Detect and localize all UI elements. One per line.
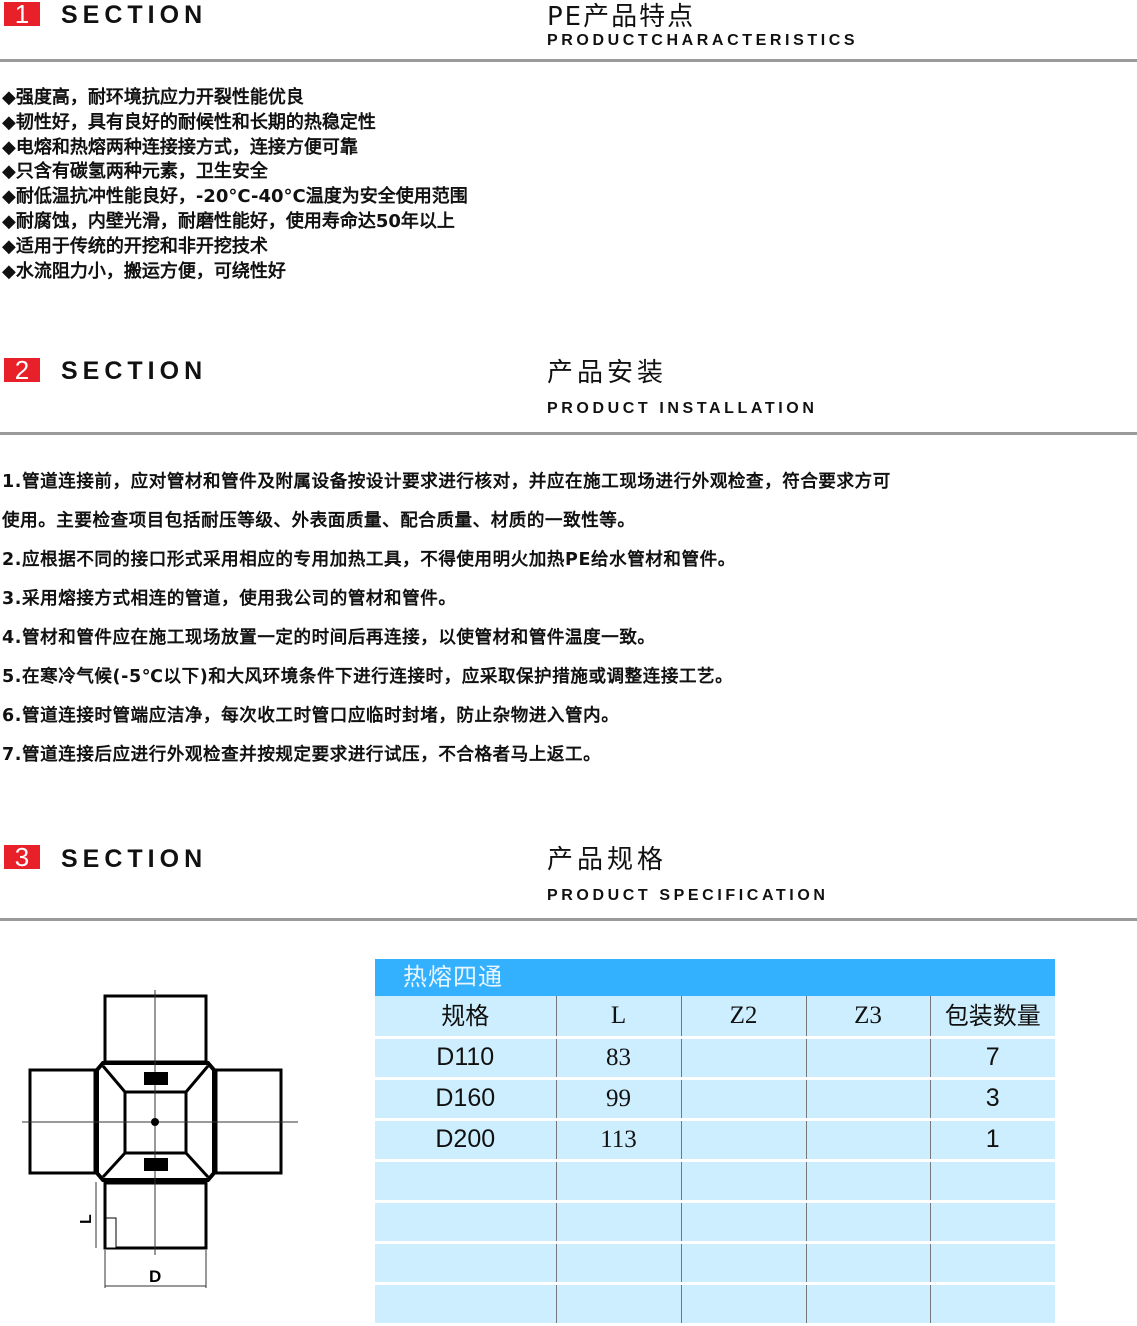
feature-item: ◆耐低温抗冲性能良好，-20°C-40°C温度为安全使用范围: [2, 186, 468, 208]
table-cell: D160: [375, 1078, 556, 1121]
section-title-cn: 产品规格: [547, 845, 668, 875]
table-cell: [805, 1037, 930, 1080]
table-cell: [929, 1242, 1055, 1285]
table-cell: 7: [929, 1037, 1055, 1080]
feature-item: ◆强度高，耐环境抗应力开裂性能优良: [2, 87, 304, 108]
table-cell: D110: [375, 1037, 556, 1080]
table-cell: 1: [929, 1119, 1055, 1162]
table-cell: [375, 1160, 556, 1203]
feature-item: ◆只含有碳氢两种元素，卫生安全: [2, 161, 268, 183]
table-cell: [680, 1283, 806, 1326]
installation-item: 7.管道连接后应进行外观检查并按规定要求进行试压，不合格者马上返工。: [2, 745, 602, 765]
installation-item: 5.在寒冷气候(-5℃以下)和大风环境条件下进行连接时，应采取保护措施或调整连接…: [2, 667, 734, 687]
dimension-label-D: D: [149, 1267, 161, 1286]
section-title-en: PRODUCT INSTALLATION: [547, 400, 818, 417]
dimension-label-L: L: [78, 1214, 95, 1224]
section-title-en: PRODUCTCHARACTERISTICS: [547, 32, 859, 49]
installation-item: 3.采用熔接方式相连的管道，使用我公司的管材和管件。: [2, 589, 457, 609]
cross-fitting-diagram: L D: [22, 990, 298, 1288]
table-cell: [929, 1160, 1055, 1203]
section-title-cn: PE产品特点: [547, 2, 696, 32]
table-cell: [680, 1119, 806, 1162]
section-title-en: PRODUCT SPECIFICATION: [547, 887, 829, 904]
table-cell: [375, 1283, 556, 1326]
table-cell: [805, 1119, 930, 1162]
table-cell: 83: [555, 1037, 681, 1080]
table-cell: D200: [375, 1119, 556, 1162]
column-header: 包装数量: [929, 996, 1055, 1039]
table-cell: [555, 1242, 681, 1285]
table-cell: [929, 1201, 1055, 1244]
installation-item: 6.管道连接时管端应洁净，每次收工时管口应临时封堵，防止杂物进入管内。: [2, 706, 620, 726]
table-cell: [680, 1037, 806, 1080]
table-row: [375, 1201, 1055, 1244]
table-cell: [805, 1242, 930, 1285]
feature-item: ◆韧性好，具有良好的耐候性和长期的热稳定性: [2, 111, 376, 133]
section-number: 1: [4, 1, 40, 27]
installation-item: 4.管材和管件应在施工现场放置一定的时间后再连接，以使管材和管件温度一致。: [2, 628, 656, 648]
section-number: 3: [4, 844, 40, 870]
table-cell: [929, 1283, 1055, 1326]
table-cell: 3: [929, 1078, 1055, 1121]
table-cell: [680, 1078, 806, 1121]
column-header: Z2: [680, 996, 806, 1039]
feature-item: ◆耐腐蚀，内壁光滑，耐磨性能好，使用寿命达50年以上: [2, 211, 455, 232]
table-cell: [555, 1201, 681, 1244]
divider: [0, 432, 1137, 435]
feature-item: ◆电熔和热熔两种连接接方式，连接方便可靠: [2, 136, 358, 158]
table-cell: [680, 1201, 806, 1244]
feature-item: ◆水流阻力小，搬运方便，可绕性好: [2, 260, 286, 282]
table-cell: [375, 1201, 556, 1244]
table-cell: [805, 1201, 930, 1244]
table-cell: [680, 1160, 806, 1203]
table-cell: [805, 1283, 930, 1326]
divider: [0, 918, 1137, 921]
column-header: 规格: [375, 996, 556, 1039]
installation-item: 2.应根据不同的接口形式采用相应的专用加热工具，不得使用明火加热PE给水管材和管…: [2, 550, 736, 570]
installation-item: 使用。主要检查项目包括耐压等级、外表面质量、配合质量、材质的一致性等。: [2, 511, 636, 531]
installation-item: 1.管道连接前，应对管材和管件及附属设备按设计要求进行核对，并应在施工现场进行外…: [2, 472, 891, 492]
table-cell: [680, 1242, 806, 1285]
table-cell: [805, 1160, 930, 1203]
table-cell: [555, 1283, 681, 1326]
divider: [0, 59, 1137, 62]
table-row: [375, 1160, 1055, 1203]
column-header: L: [555, 996, 681, 1039]
table-cell: 113: [555, 1119, 681, 1162]
section-number: 2: [4, 357, 40, 383]
section-label: SECTION: [61, 357, 208, 385]
table-cell: [555, 1160, 681, 1203]
feature-item: ◆适用于传统的开挖和非开挖技术: [2, 235, 268, 257]
table-row: [375, 1242, 1055, 1285]
table-title: 热熔四通: [375, 959, 1055, 996]
section-label: SECTION: [61, 845, 208, 873]
section-label: SECTION: [61, 1, 208, 29]
column-header: Z3: [805, 996, 930, 1039]
table-cell: 99: [555, 1078, 681, 1121]
table-cell: [805, 1078, 930, 1121]
section-title-cn: 产品安装: [547, 358, 668, 388]
table-cell: [375, 1242, 556, 1285]
table-row: [375, 1283, 1055, 1326]
